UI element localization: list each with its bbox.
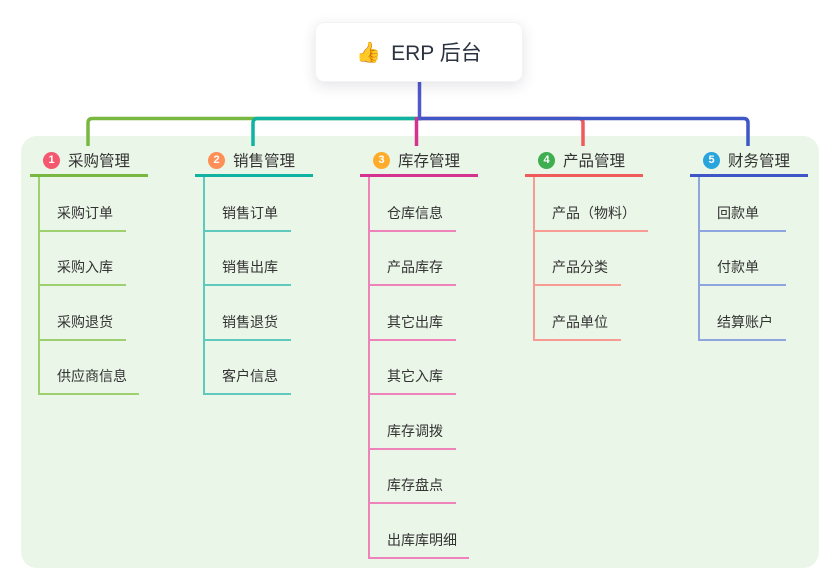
child-node[interactable]: 库存调拨 — [368, 421, 456, 450]
branch-number-badge: 3 — [373, 151, 390, 169]
child-row: 结算账户 — [690, 286, 839, 341]
branch-children: 仓库信息产品库存其它出库其它入库库存调拨库存盘点出库库明细 — [360, 177, 530, 559]
branch-children: 采购订单采购入库采购退货供应商信息 — [30, 177, 200, 395]
root-node[interactable]: 👍 ERP 后台 — [315, 22, 523, 82]
branch-number-badge: 4 — [538, 151, 555, 169]
branch-column: 2 销售管理销售订单销售出库销售退货客户信息 — [195, 146, 365, 395]
child-node[interactable]: 回款单 — [698, 203, 786, 232]
child-node[interactable]: 产品（物料） — [533, 203, 648, 232]
child-row: 销售出库 — [195, 232, 365, 286]
child-node[interactable]: 付款单 — [698, 257, 786, 286]
child-node[interactable]: 结算账户 — [698, 312, 786, 341]
branch-label: 产品管理 — [563, 153, 626, 170]
child-node[interactable]: 库存盘点 — [368, 475, 456, 504]
branch-number-badge: 5 — [703, 151, 720, 169]
child-row: 产品（物料） — [525, 177, 695, 232]
mindmap-canvas — [21, 136, 819, 568]
child-node[interactable]: 其它出库 — [368, 312, 456, 341]
branch-children: 销售订单销售出库销售退货客户信息 — [195, 177, 365, 395]
child-node[interactable]: 供应商信息 — [38, 366, 139, 395]
branch-column: 3 库存管理仓库信息产品库存其它出库其它入库库存调拨库存盘点出库库明细 — [360, 146, 530, 559]
branch-label: 库存管理 — [398, 153, 461, 170]
child-node[interactable]: 产品分类 — [533, 257, 621, 286]
branch-node[interactable]: 1 采购管理 — [30, 146, 148, 177]
child-row: 库存调拨 — [360, 395, 530, 450]
child-row: 出库库明细 — [360, 504, 530, 559]
branch-node[interactable]: 5 财务管理 — [690, 146, 808, 177]
child-row: 产品分类 — [525, 232, 695, 286]
branch-column: 5 财务管理回款单付款单结算账户 — [690, 146, 839, 341]
child-row: 产品单位 — [525, 286, 695, 341]
child-row: 销售退货 — [195, 286, 365, 341]
branch-children: 回款单付款单结算账户 — [690, 177, 839, 341]
child-row: 库存盘点 — [360, 450, 530, 504]
child-node[interactable]: 采购入库 — [38, 257, 126, 286]
child-row: 付款单 — [690, 232, 839, 286]
branch-vertical-line — [203, 177, 205, 395]
branch-number-badge: 1 — [43, 151, 60, 169]
child-node[interactable]: 产品库存 — [368, 257, 456, 286]
branch-node[interactable]: 3 库存管理 — [360, 146, 478, 177]
branch-vertical-line — [368, 177, 370, 559]
child-node[interactable]: 其它入库 — [368, 366, 456, 395]
child-node[interactable]: 销售退货 — [203, 312, 291, 341]
branch-column: 4 产品管理产品（物料） 产品分类产品单位 — [525, 146, 695, 341]
child-row: 客户信息 — [195, 341, 365, 395]
child-row: 供应商信息 — [30, 341, 200, 395]
child-node[interactable]: 出库库明细 — [368, 530, 469, 559]
branch-number-badge: 2 — [208, 151, 225, 169]
child-node[interactable]: 销售出库 — [203, 257, 291, 286]
child-row: 销售订单 — [195, 177, 365, 232]
child-row: 采购订单 — [30, 177, 200, 232]
branch-column: 1 采购管理采购订单采购入库采购退货供应商信息 — [30, 146, 200, 395]
branch-label: 采购管理 — [68, 153, 131, 170]
child-row: 其它入库 — [360, 341, 530, 395]
child-node[interactable]: 采购退货 — [38, 312, 126, 341]
root-node-label: ERP 后台 — [391, 42, 482, 65]
branch-node[interactable]: 4 产品管理 — [525, 146, 643, 177]
branch-label: 销售管理 — [233, 153, 296, 170]
child-row: 采购入库 — [30, 232, 200, 286]
branch-vertical-line — [533, 177, 535, 341]
branch-vertical-line — [38, 177, 40, 395]
child-node[interactable]: 采购订单 — [38, 203, 126, 232]
child-node[interactable]: 客户信息 — [203, 366, 291, 395]
child-row: 其它出库 — [360, 286, 530, 341]
child-node[interactable]: 产品单位 — [533, 312, 621, 341]
child-row: 回款单 — [690, 177, 839, 232]
child-row: 采购退货 — [30, 286, 200, 341]
thumbs-up-icon: 👍 — [356, 41, 382, 64]
child-row: 产品库存 — [360, 232, 530, 286]
branch-vertical-line — [698, 177, 700, 341]
branch-node[interactable]: 2 销售管理 — [195, 146, 313, 177]
child-node[interactable]: 仓库信息 — [368, 203, 456, 232]
branch-children: 产品（物料） 产品分类产品单位 — [525, 177, 695, 341]
branch-label: 财务管理 — [728, 153, 791, 170]
child-row: 仓库信息 — [360, 177, 530, 232]
child-node[interactable]: 销售订单 — [203, 203, 291, 232]
